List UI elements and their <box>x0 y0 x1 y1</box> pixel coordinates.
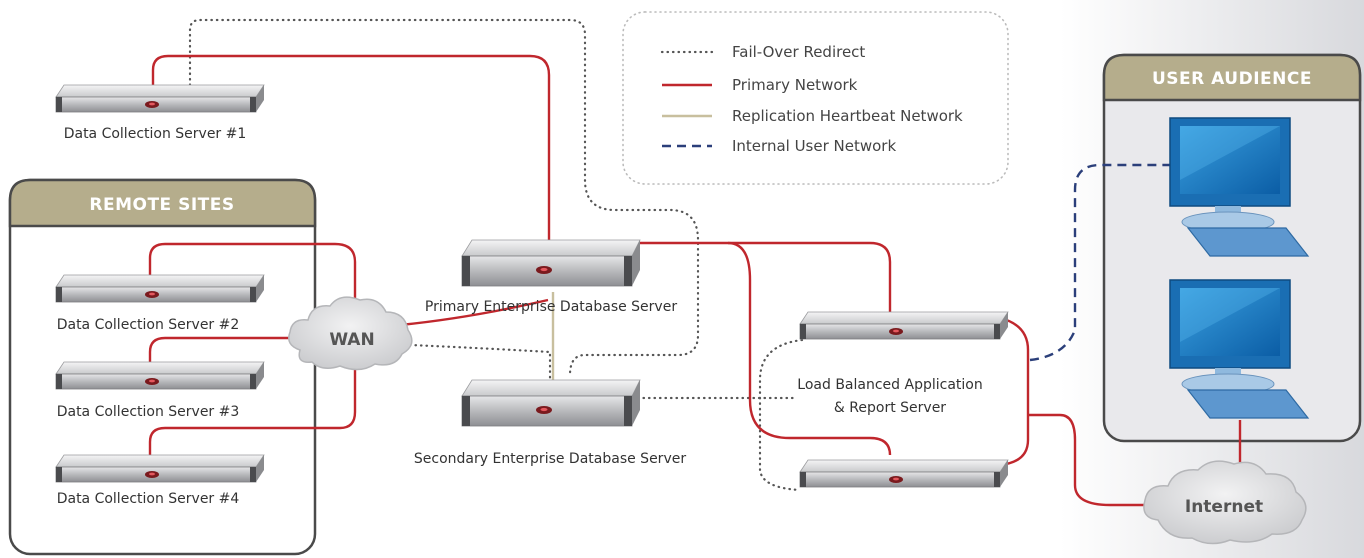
legend: Fail-Over Redirect Primary Network Repli… <box>622 11 1009 185</box>
internal-link-monitor1 <box>1029 163 1180 362</box>
primary-db-label: Primary Enterprise Database Server <box>425 299 677 315</box>
failover-link-wan <box>408 343 552 382</box>
primary-link-db-app1 <box>640 241 892 312</box>
primary-link-dcs1 <box>151 54 551 240</box>
workstation-2 <box>1169 279 1310 419</box>
primary-link-dcs4 <box>148 362 357 455</box>
data-collection-server-2 <box>55 274 265 303</box>
keyboard-2 <box>1186 389 1310 419</box>
legend-failover-label: Fail-Over Redirect <box>732 43 865 61</box>
dcs3-label: Data Collection Server #3 <box>57 404 240 420</box>
workstation-1 <box>1169 117 1310 257</box>
app-server-label-1: Load Balanced Application <box>797 377 982 393</box>
data-collection-server-3 <box>55 361 265 390</box>
primary-link-dcs2 <box>148 242 357 312</box>
internal-user-links <box>1029 163 1180 362</box>
failover-link-app-loop <box>758 338 804 492</box>
user-audience-header: USER AUDIENCE <box>1152 69 1312 89</box>
legend-primary-label: Primary Network <box>732 76 858 94</box>
wan-label: WAN <box>329 330 374 350</box>
data-collection-server-1 <box>55 84 265 113</box>
failover-links <box>188 18 804 492</box>
legend-internal-label: Internal User Network <box>732 137 896 155</box>
app-server-1 <box>799 311 1009 340</box>
internet-label: Internet <box>1185 497 1263 517</box>
legend-replication-label: Replication Heartbeat Network <box>732 107 963 125</box>
primary-link-wan-db <box>399 298 549 327</box>
dcs4-label: Data Collection Server #4 <box>57 491 240 507</box>
keyboard-1 <box>1186 227 1310 257</box>
primary-link-internet <box>1028 413 1160 507</box>
internet-cloud: Internet <box>1143 460 1307 545</box>
dcs2-label: Data Collection Server #2 <box>57 317 240 333</box>
failover-link-dcs1 <box>188 18 700 377</box>
dcs1-label: Data Collection Server #1 <box>64 126 247 142</box>
remote-sites-header: REMOTE SITES <box>89 195 234 215</box>
app-server-label-2: & Report Server <box>834 400 946 416</box>
wan-cloud: WAN <box>288 296 413 371</box>
primary-link-dcs3 <box>148 336 310 362</box>
primary-link-app-pair <box>999 316 1030 467</box>
primary-db-server <box>461 239 641 287</box>
app-server-2 <box>799 459 1009 488</box>
data-collection-server-4 <box>55 454 265 483</box>
primary-link-db-app2 <box>727 241 892 456</box>
secondary-db-label: Secondary Enterprise Database Server <box>414 451 686 467</box>
secondary-db-server <box>461 379 641 427</box>
primary-network-links <box>148 54 1242 507</box>
